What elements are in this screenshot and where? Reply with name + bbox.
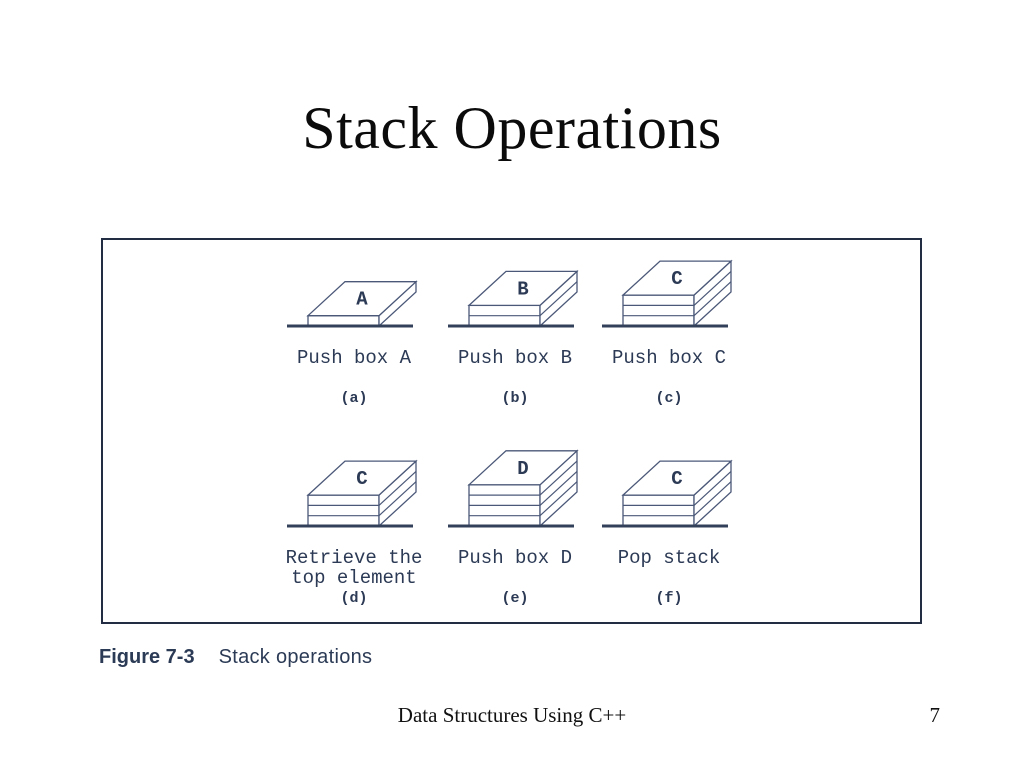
stack-panel-b: B Push box B (b) bbox=[440, 223, 590, 407]
stack-top-face bbox=[306, 460, 418, 496]
layer-line-side bbox=[539, 470, 578, 506]
stack-panel-c: C Push box C (c) bbox=[594, 223, 744, 407]
figure-caption-text: Stack operations bbox=[218, 646, 373, 668]
layer-line-side bbox=[693, 270, 732, 306]
panel-tag: (b) bbox=[501, 390, 529, 407]
layer-line-side bbox=[378, 481, 417, 517]
panel-tag: (f) bbox=[655, 590, 683, 607]
stack-top-face bbox=[467, 450, 579, 486]
panel-caption-line: Push box B bbox=[457, 347, 573, 369]
panel-tag: (a) bbox=[340, 390, 368, 407]
stack-top-face bbox=[306, 281, 418, 317]
box-label: C bbox=[671, 468, 682, 490]
stack-panel-a: A Push box A (a) bbox=[279, 223, 429, 407]
stack-front-face bbox=[622, 294, 695, 327]
layer-line-side bbox=[693, 281, 732, 317]
panel-caption: Push box D bbox=[440, 548, 590, 588]
panel-tag: (c) bbox=[655, 390, 683, 407]
panel-caption: Push box A bbox=[279, 348, 429, 388]
stack-diagram-d: C bbox=[287, 459, 418, 528]
layer-line-side bbox=[539, 481, 578, 517]
panel-caption-line: Push box D bbox=[457, 547, 573, 569]
panel-caption: Push box C bbox=[594, 348, 744, 388]
stack-front-face bbox=[307, 315, 380, 327]
box-label: D bbox=[517, 458, 528, 480]
layer-line-side bbox=[539, 281, 578, 317]
footer-text: Data Structures Using C++ bbox=[397, 703, 627, 727]
layer-line-side bbox=[378, 470, 417, 506]
stack-panel-e: D Push box D (e) bbox=[440, 423, 590, 607]
stack-diagram-e: D bbox=[448, 449, 579, 528]
panel-tag: (e) bbox=[501, 590, 529, 607]
layer-line-side bbox=[693, 470, 732, 506]
stack-top-face bbox=[621, 260, 733, 296]
panel-caption-line: Push box A bbox=[296, 347, 412, 369]
box-label: C bbox=[356, 468, 367, 490]
stack-top-face bbox=[621, 460, 733, 496]
stack-diagram-f: C bbox=[602, 459, 733, 528]
stack-diagram-a: A bbox=[287, 280, 418, 328]
panel-tag: (d) bbox=[340, 590, 368, 607]
panel-caption: Push box B bbox=[440, 348, 590, 388]
panel-caption-line: Pop stack bbox=[617, 547, 721, 569]
stack-front-face bbox=[622, 494, 695, 527]
stack-front-face bbox=[307, 494, 380, 527]
stack-panel-f: C Pop stack (f) bbox=[594, 423, 744, 607]
slide-title: Stack Operations bbox=[302, 95, 722, 161]
layer-line-side bbox=[539, 460, 578, 496]
stack-diagram-b: B bbox=[448, 269, 579, 328]
figure-frame: A Push box A (a) B Push box B (b) C Push box C (… bbox=[101, 238, 922, 624]
panel-caption-line: Retrieve the bbox=[285, 547, 423, 569]
box-label: C bbox=[671, 268, 682, 290]
panel-caption-line: top element bbox=[291, 567, 417, 589]
panel-caption-line: Push box C bbox=[611, 347, 727, 369]
box-label: B bbox=[517, 278, 528, 300]
box-label: A bbox=[356, 289, 368, 311]
stack-top-face bbox=[467, 270, 579, 307]
panel-caption: Pop stack bbox=[594, 548, 744, 588]
page-number: 7 bbox=[929, 703, 941, 727]
stack-diagram-c: C bbox=[602, 259, 733, 328]
figure-caption: Figure 7-3 Stack operations bbox=[99, 646, 372, 669]
layer-line-side bbox=[693, 481, 732, 517]
figure-caption-label: Figure 7-3 bbox=[99, 646, 195, 668]
